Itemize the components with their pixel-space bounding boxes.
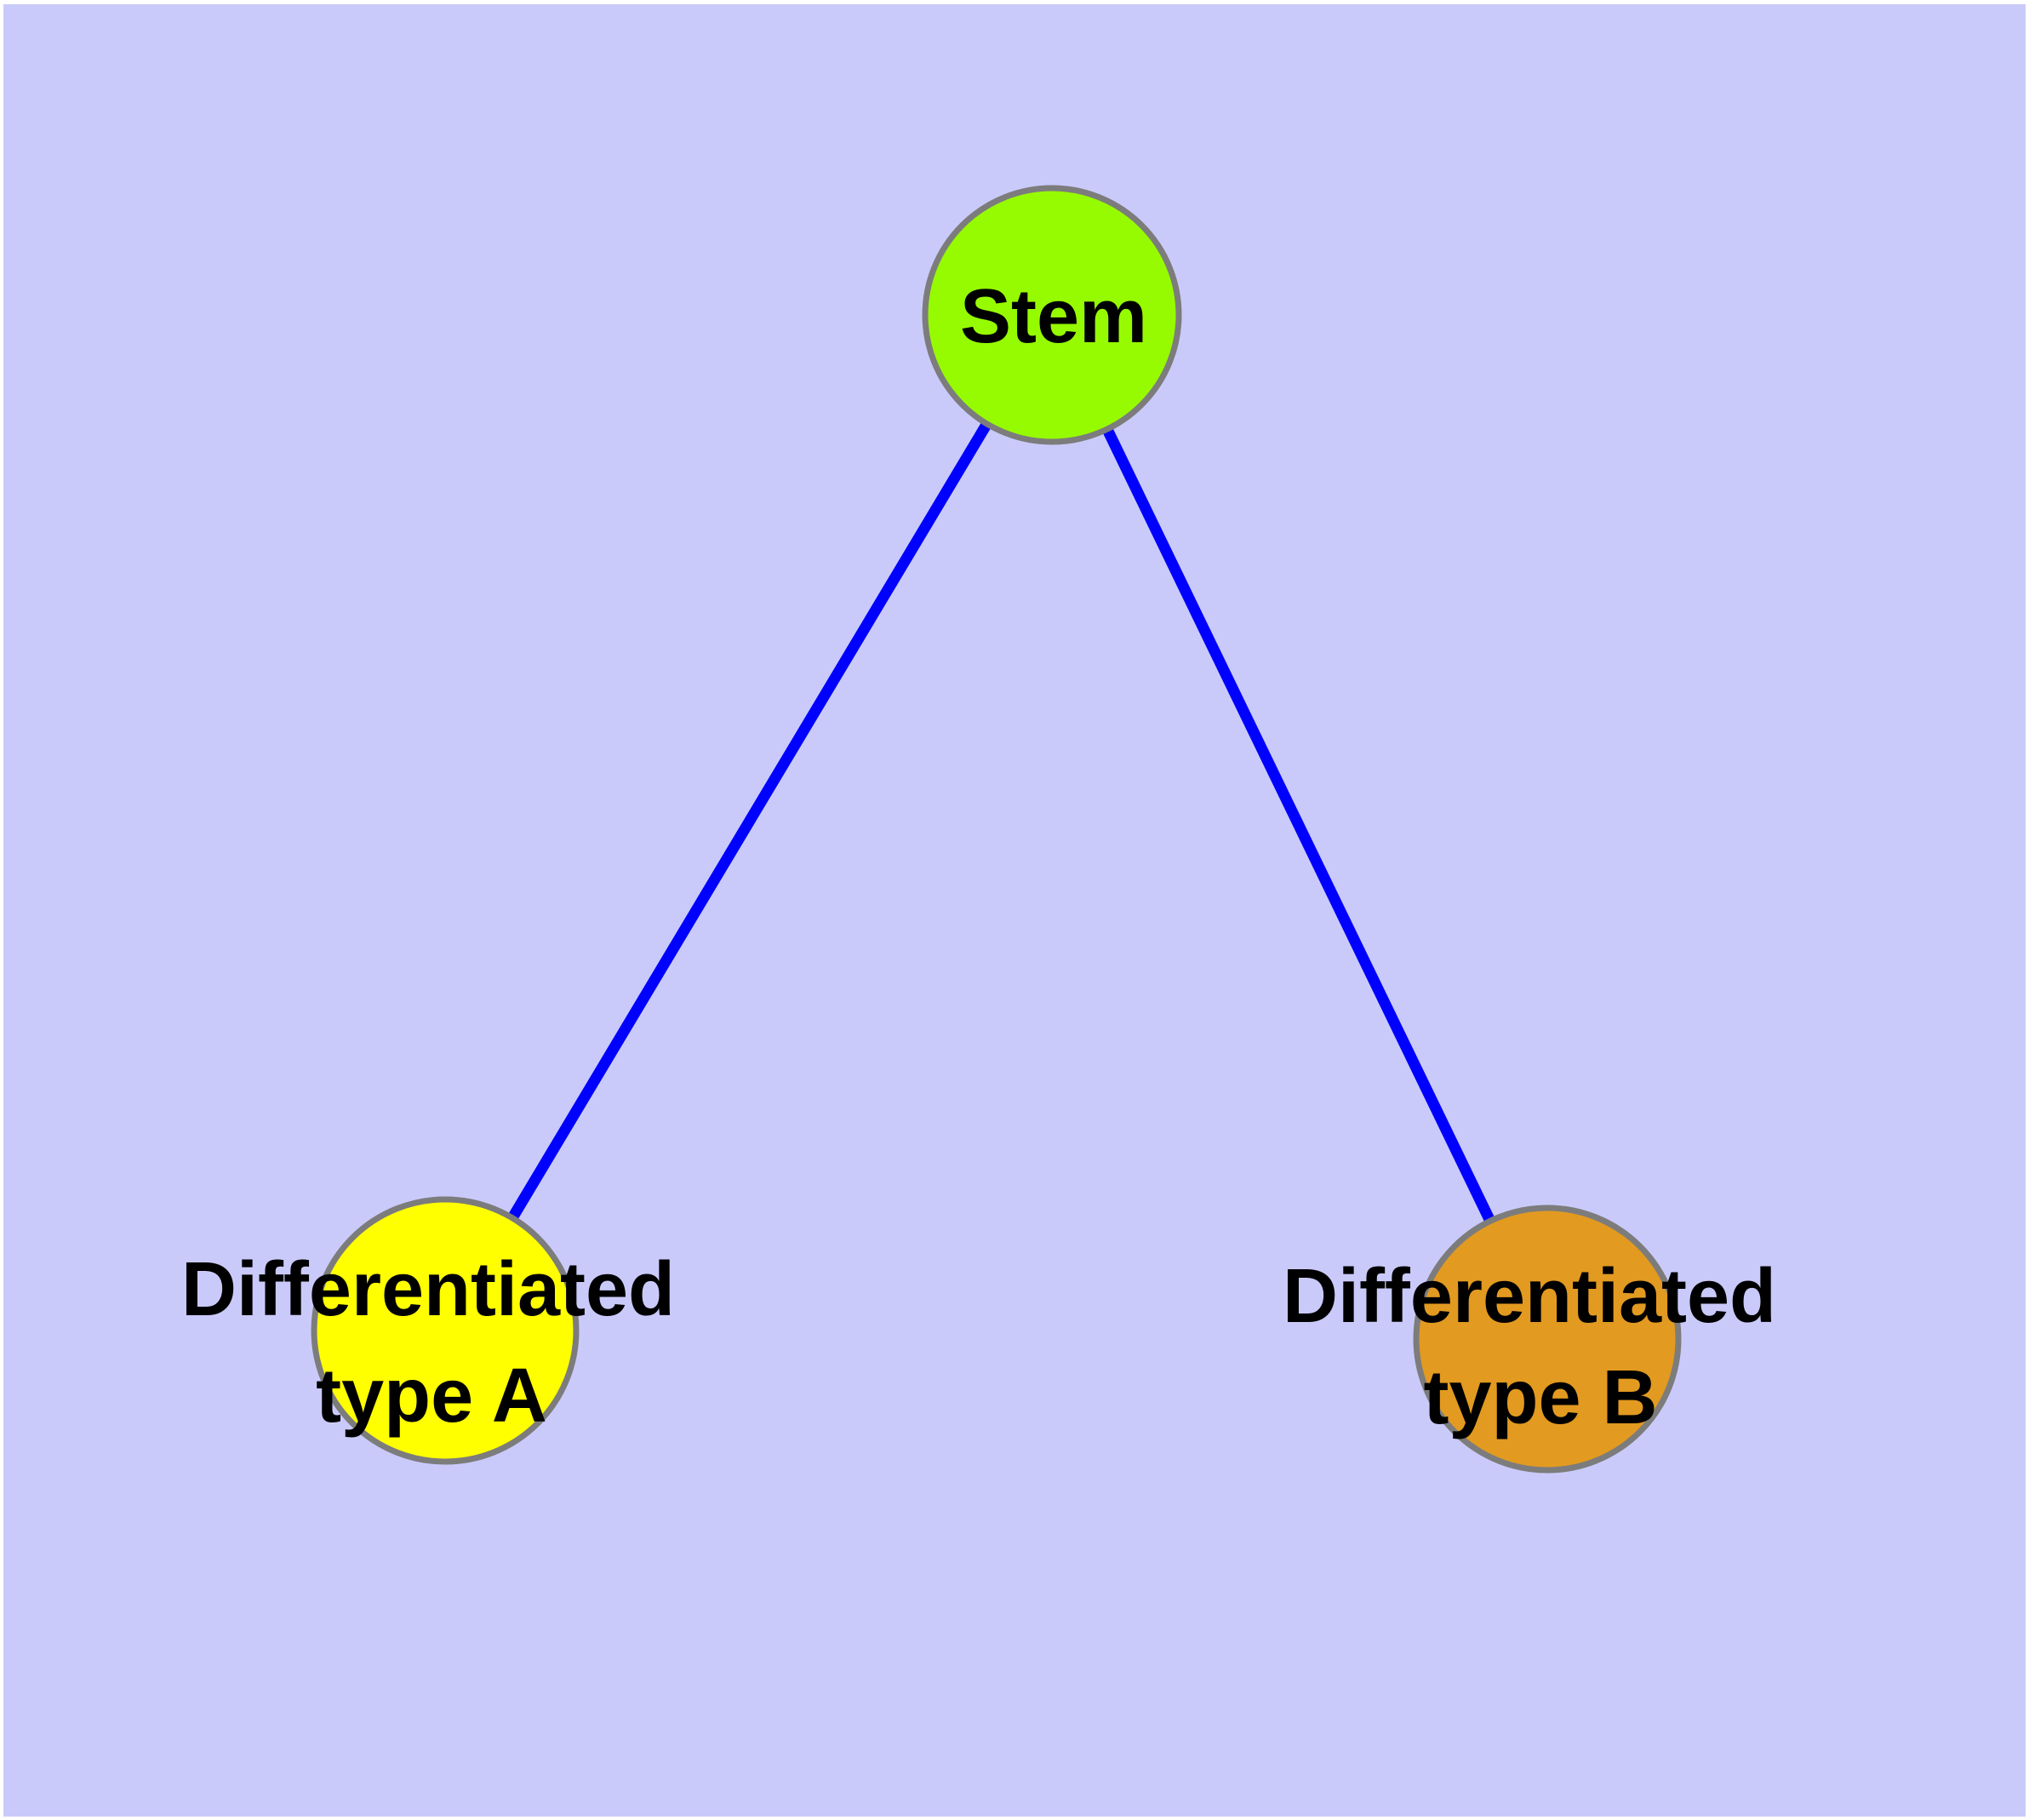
node-stem-label: Stem <box>960 274 1147 359</box>
edge-stem-to-type-a <box>440 312 1057 1334</box>
node-type-a-label-line1: Differentiated <box>181 1247 675 1332</box>
node-type-b-label-line2: type B <box>1423 1355 1657 1440</box>
node-type-a-label-line2: type A <box>316 1354 547 1439</box>
edge-stem-to-type-b <box>1047 312 1552 1342</box>
node-type-b-label-line1: Differentiated <box>1283 1254 1776 1339</box>
node-stem <box>922 185 1182 445</box>
node-differentiated-type-b <box>1413 1205 1682 1474</box>
node-differentiated-type-a <box>311 1196 580 1465</box>
